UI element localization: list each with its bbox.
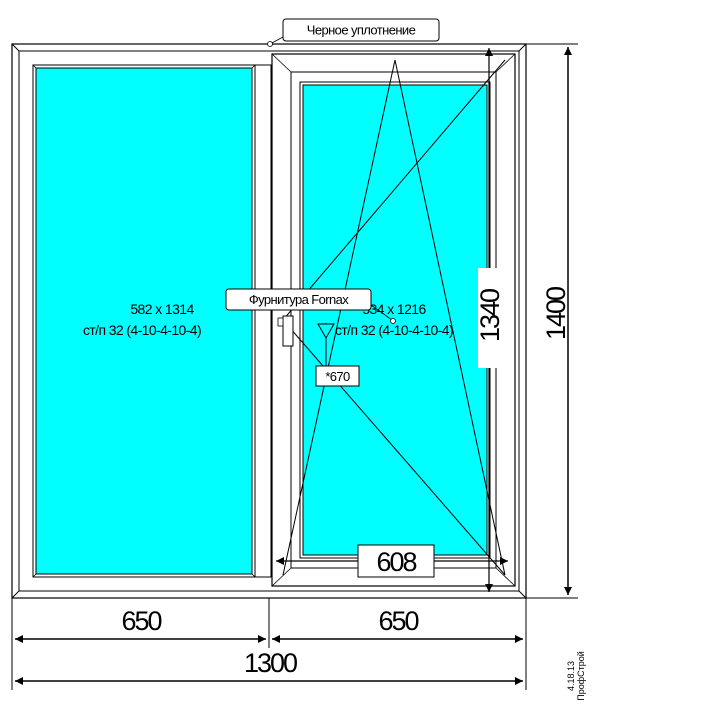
turn-line-bottom	[282, 319, 506, 576]
left-pane-glass: ст/п 32 (4-10-4-10-4)	[83, 322, 201, 338]
left-bead-corner-tl	[32, 64, 37, 69]
drawing-stamp: 4.18.13 ПрофСтрой	[566, 651, 586, 701]
handle-base	[277, 317, 284, 327]
stamp-company: ПрофСтрой	[576, 651, 586, 701]
sash-corner-br	[495, 567, 516, 587]
turn-line-top	[282, 59, 506, 321]
callout-hardware-box	[225, 288, 372, 311]
left-pane-size: 582 x 1314	[130, 301, 194, 317]
total-width-label: 1300	[244, 648, 297, 678]
bottom-dimensions: 650 650 1300	[11, 598, 527, 690]
sash-width-label: 608	[376, 547, 416, 577]
frame-corner-tr	[518, 43, 527, 52]
sash-height-label-bg	[478, 268, 500, 368]
opening-scheme	[282, 59, 506, 576]
left-fixed-pane	[32, 64, 256, 578]
left-width-label: 650	[121, 606, 161, 636]
callout-seal-point	[267, 41, 273, 47]
total-height-dimension: 1400	[526, 43, 578, 599]
total-height-label: 1400	[541, 287, 571, 340]
frame-corner-br	[518, 590, 527, 599]
callout-hardware-text: Фурнитура Fornax	[249, 292, 349, 307]
callout-seal-text: Черное уплотнение	[307, 23, 416, 38]
frame-inner-edge	[18, 50, 520, 592]
sash-corner-tr	[495, 53, 516, 73]
right-pane-glass: ст/п 32 (4-10-4-10-4)	[335, 322, 453, 338]
handle-grip	[282, 315, 294, 347]
callout-hardware: Фурнитура Fornax	[225, 288, 396, 324]
sash-width-label-bg	[357, 544, 435, 578]
left-glass	[35, 67, 253, 575]
frame-corner-tl	[11, 43, 20, 52]
tilt-line-left	[282, 59, 396, 576]
handle-height-arrow	[317, 323, 335, 340]
callout-seal-box	[282, 18, 440, 42]
handle	[277, 315, 294, 347]
callout-handle-height: *670	[315, 323, 360, 387]
right-pane-size: 534 x 1216	[362, 301, 426, 317]
handle-height-text: *670	[325, 369, 350, 384]
sash-corner-bl	[271, 567, 292, 587]
sash-height-dimension: 1340	[475, 48, 505, 592]
right-width-label: 650	[378, 606, 418, 636]
callout-hardware-point	[390, 318, 396, 324]
frame-corner-bl	[11, 590, 20, 599]
callout-seal: Черное уплотнение	[267, 18, 440, 47]
sash-height-label: 1340	[475, 289, 505, 342]
sash-corner-tl	[271, 53, 292, 73]
stamp-date: 4.18.13	[566, 661, 576, 691]
left-bead-corner-bl	[32, 573, 37, 578]
sash-width-dimension: 608	[276, 544, 508, 578]
mullion-profile	[254, 64, 272, 578]
mullion	[254, 64, 272, 578]
callout-hardware-leader	[370, 304, 393, 321]
handle-height-box	[315, 365, 360, 387]
